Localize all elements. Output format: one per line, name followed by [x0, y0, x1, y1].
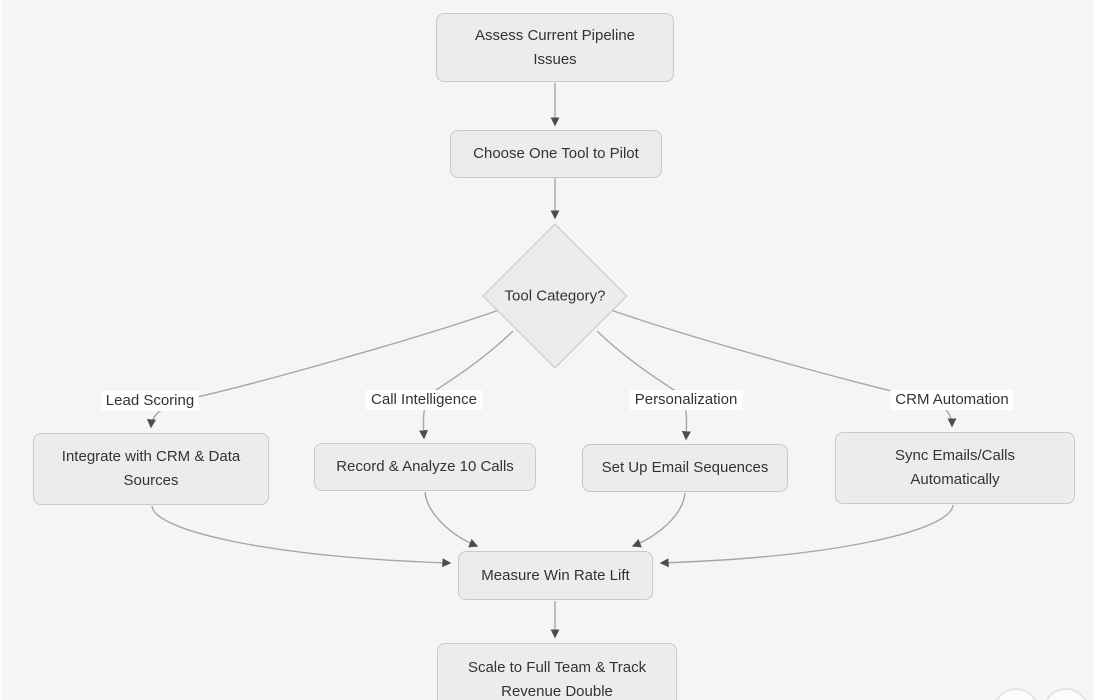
node-label: Set Up Email Sequences	[601, 459, 769, 476]
node-integrate-with-crm-data-sources: Integrate with CRM & Data Sources	[33, 433, 269, 505]
node-label: Measure Win Rate Lift	[481, 566, 630, 584]
edge-label-lead-scoring: Lead Scoring	[100, 391, 200, 411]
edge-decision-to-record	[419, 330, 514, 440]
edge-integrate-to-measure	[151, 505, 452, 568]
edge-decision-to-sequences	[596, 330, 691, 441]
node-set-up-email-sequences: Set Up Email Sequences	[582, 444, 788, 492]
node-assess-current-pipeline-issues: Assess Current Pipeline Issues	[436, 13, 674, 82]
node-label: Scale to Full Team & Track Revenue Doubl…	[467, 659, 647, 700]
node-label: Record & Analyze 10 Calls	[336, 458, 514, 475]
node-sync-emails-calls-automatically: Sync Emails/Calls Automatically	[835, 432, 1075, 504]
node-choose-one-tool-to-pilot: Choose One Tool to Pilot	[450, 130, 662, 178]
edge-sequences-to-measure	[631, 492, 686, 548]
node-record-analyze-10-calls: Record & Analyze 10 Calls	[314, 443, 536, 491]
decision-diamond-label: Tool Category?	[504, 287, 606, 305]
node-label: Assess Current Pipeline Issues	[474, 26, 636, 68]
node-label: Choose One Tool to Pilot	[473, 145, 639, 162]
node-label: Sync Emails/Calls Automatically	[894, 447, 1016, 488]
edge-label-personalization: Personalization	[629, 390, 743, 410]
decision-diamond	[482, 223, 628, 369]
node-scale-to-full-team-track-revenue-double: Scale to Full Team & Track Revenue Doubl…	[437, 643, 677, 700]
node-measure-win-rate-lift: Measure Win Rate Lift	[458, 551, 653, 600]
edge-label-crm-automation: CRM Automation	[890, 390, 1014, 410]
canvas-left-edge	[0, 0, 3, 700]
right-gutter	[1093, 0, 1100, 700]
edge-sync-to-measure	[659, 504, 954, 568]
edge-record-to-measure	[424, 491, 479, 548]
node-label: Integrate with CRM & Data Sources	[61, 448, 241, 489]
edge-label-call-intelligence: Call Intelligence	[366, 390, 482, 410]
